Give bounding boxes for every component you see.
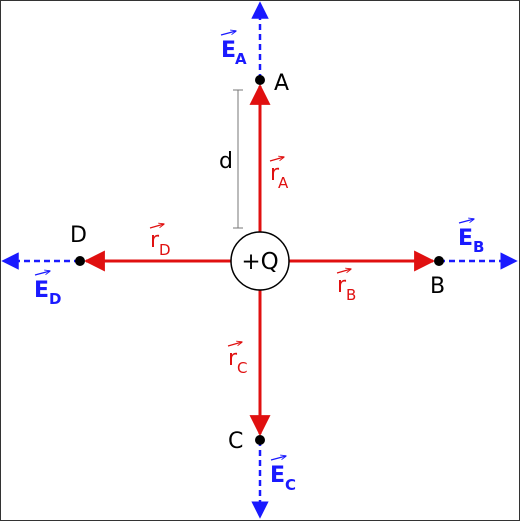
field-vector-label-c: E C	[270, 456, 296, 494]
svg-text:A: A	[278, 174, 289, 192]
svg-text:E: E	[34, 278, 49, 303]
charge-circle	[230, 231, 290, 291]
distance-label: d	[219, 149, 233, 174]
svg-text:E: E	[221, 38, 236, 63]
svg-text:E: E	[270, 463, 285, 488]
svg-text:A: A	[235, 50, 247, 68]
point-d-dot	[75, 256, 85, 266]
point-d-label: D	[70, 223, 87, 248]
point-c-dot	[255, 435, 265, 445]
svg-text:r: r	[150, 228, 160, 253]
svg-text:r: r	[337, 273, 347, 298]
position-vector-label-a: r A	[269, 157, 289, 192]
field-vector-label-b: E B	[458, 219, 484, 256]
position-vector-label-b: r B	[336, 269, 356, 304]
field-vector-label-a: E A	[220, 31, 247, 68]
point-b-dot	[434, 256, 444, 266]
charge-label: +Q	[241, 249, 278, 275]
field-vector-label-d: E D	[34, 271, 61, 308]
svg-text:D: D	[159, 241, 171, 259]
position-vector-label-d: r D	[149, 224, 171, 259]
svg-text:D: D	[49, 290, 61, 308]
point-c-label: C	[228, 429, 243, 454]
point-b-label: B	[430, 274, 445, 299]
svg-text:B: B	[473, 238, 484, 256]
svg-text:r: r	[270, 161, 280, 186]
svg-text:r: r	[228, 346, 238, 371]
point-a-label: A	[274, 71, 289, 96]
svg-text:C: C	[237, 359, 247, 377]
svg-text:C: C	[285, 476, 296, 494]
svg-text:E: E	[458, 226, 473, 251]
point-a-dot	[255, 75, 265, 85]
svg-text:B: B	[346, 286, 356, 304]
distance-dimension-line	[233, 89, 243, 229]
position-vector-label-c: r C	[227, 342, 247, 377]
